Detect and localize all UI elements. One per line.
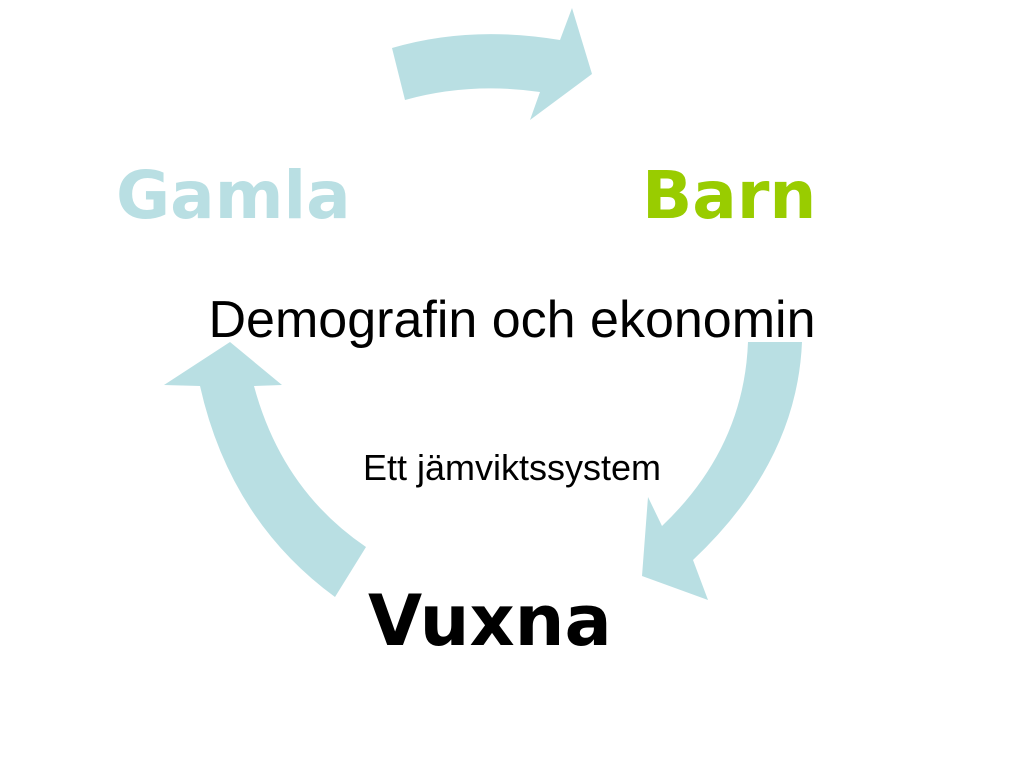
node-barn-label: Barn bbox=[642, 157, 817, 234]
diagram-title: Demografin och ekonomin bbox=[208, 291, 816, 349]
node-vuxna-label: Vuxna bbox=[368, 580, 612, 662]
arrow-gamla-to-barn-icon bbox=[392, 8, 592, 120]
diagram-subtitle: Ett jämviktssystem bbox=[362, 447, 662, 488]
arrow-vuxna-to-gamla-icon bbox=[164, 342, 366, 597]
arrow-barn-to-vuxna-icon bbox=[642, 342, 802, 600]
node-gamla-label: Gamla bbox=[116, 157, 351, 234]
